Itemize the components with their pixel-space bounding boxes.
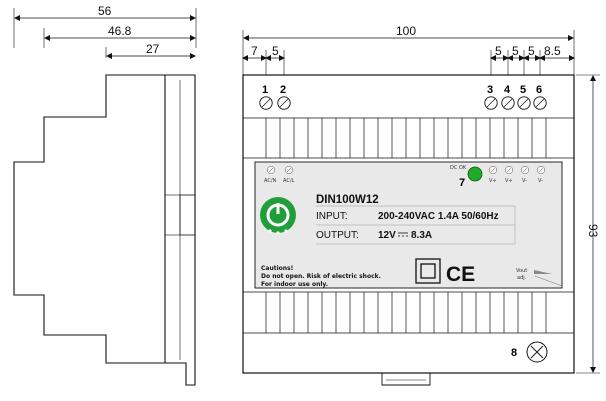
terminal-number-1: 1 — [262, 84, 268, 96]
label-terminal-text-3: V+ — [489, 178, 497, 184]
vout-adjust-potentiometer[interactable] — [526, 341, 548, 363]
dc-symbol-icon — [398, 232, 408, 237]
brand-logo-icon — [260, 197, 296, 235]
dim-front-right-offset: 8.5 — [544, 44, 561, 58]
label-terminal-text-4: V+ — [505, 178, 513, 184]
input-value: 200-240VAC 1.4A 50/60Hz — [378, 211, 499, 222]
terminal-block — [259, 96, 547, 110]
dim-front-width: 100 — [396, 24, 416, 38]
dim-side-inner: 27 — [146, 42, 160, 56]
dim-side-total: 56 — [98, 4, 112, 18]
dim-side-mid: 46.8 — [108, 24, 132, 38]
vout-adj-label-2: adj. — [517, 275, 527, 281]
label-terminal-text-1: AC/N — [264, 178, 277, 184]
dim-front-height: 93 — [586, 224, 600, 238]
dim-front-left-pitch: 5 — [272, 44, 279, 58]
vout-adj-label-1: Vout — [516, 268, 527, 274]
label-terminal-icons — [266, 165, 546, 175]
terminal-screw[interactable] — [517, 96, 531, 110]
output-value: 12V — [378, 230, 396, 241]
output-label: OUTPUT: — [316, 230, 359, 241]
dim-front-right-pitch-c: 5 — [528, 44, 535, 58]
terminal-number-2: 2 — [280, 84, 286, 96]
caution-line-1: Do not open. Risk of electric shock. — [261, 273, 381, 280]
caution-title: Cautions! — [261, 265, 293, 272]
terminal-number-6: 6 — [536, 84, 542, 96]
led-label: DC OK — [450, 165, 467, 171]
dim-front-right-pitch-a: 5 — [495, 44, 502, 58]
led-number: 7 — [459, 177, 465, 189]
front-view: 100 7 5 5 5 5 8.5 93 — [242, 24, 600, 386]
ce-mark: CE — [446, 263, 475, 286]
dc-ok-led — [467, 166, 483, 182]
terminal-screw[interactable] — [259, 96, 273, 110]
dim-front-left-offset: 7 — [251, 44, 258, 58]
terminal-number-4: 4 — [504, 84, 511, 96]
terminal-screw[interactable] — [484, 96, 498, 110]
vout-adj-ramp-icon — [534, 270, 552, 274]
adjust-number: 8 — [511, 347, 517, 359]
label-terminal-text-5: V- — [522, 178, 527, 184]
terminal-screw[interactable] — [533, 96, 547, 110]
terminal-number-5: 5 — [520, 84, 526, 96]
double-insulation-icon — [415, 258, 441, 284]
front-din-clip — [381, 373, 431, 386]
terminal-number-3: 3 — [487, 84, 493, 96]
upper-vent-slots — [265, 118, 547, 158]
input-label: INPUT: — [316, 211, 348, 222]
terminal-screw[interactable] — [277, 96, 291, 110]
dim-front-right-pitch-b: 5 — [512, 44, 519, 58]
side-body-outline — [13, 74, 166, 364]
terminal-screw[interactable] — [501, 96, 515, 110]
model-name: DIN100W12 — [316, 194, 379, 206]
label-terminal-text-2: AC/L — [283, 178, 295, 184]
side-view: 56 46.8 27 — [13, 4, 197, 386]
caution-line-2: For indoor use only. — [261, 281, 328, 288]
output-current: 8.3A — [411, 230, 432, 241]
label-terminal-text-6: V- — [538, 178, 543, 184]
lower-vent-slots — [265, 292, 547, 333]
side-din-clip — [165, 74, 196, 386]
